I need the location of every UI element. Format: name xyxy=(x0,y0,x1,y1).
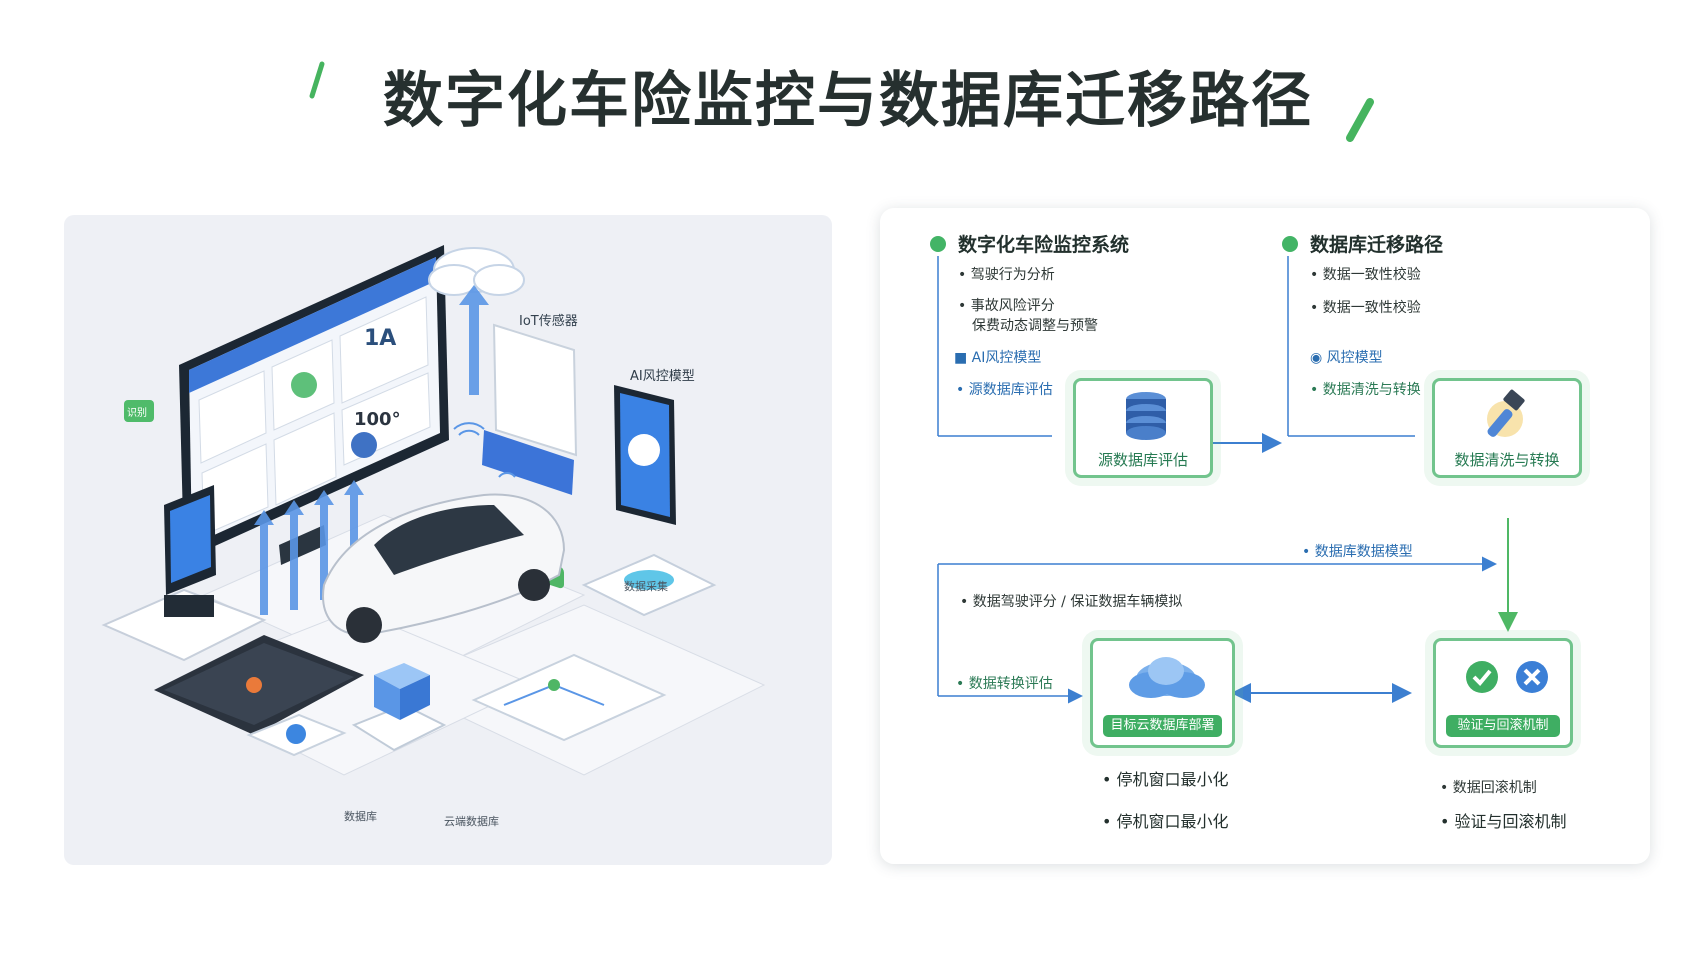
node-verify-label: 验证与回滚机制 xyxy=(1446,715,1560,737)
brush-icon xyxy=(1487,389,1525,437)
node-source-db: 源数据库评估 xyxy=(1073,378,1213,478)
device-label: 数据采集 xyxy=(624,579,668,593)
title-slash-right xyxy=(1346,98,1374,142)
bottom-right-2: • 验证与回滚机制 xyxy=(1440,812,1567,831)
section-title-right: 数据库迁移路径 xyxy=(1310,234,1444,256)
section-dot-right xyxy=(1282,236,1298,252)
screen-value-text: 100° xyxy=(354,409,401,430)
tag-left-eval: • 源数据库评估 xyxy=(956,382,1053,398)
car-illustration xyxy=(322,493,566,643)
node-cleanse-label: 数据清洗与转换 xyxy=(1454,451,1560,469)
bottom-left-1: • 停机窗口最小化 xyxy=(1102,770,1229,789)
mid-text: • 数据驾驶评分 / 保证数据车辆模拟 xyxy=(960,594,1183,610)
database-icon xyxy=(1126,392,1166,440)
cloud-icon xyxy=(428,247,525,296)
cube-icon xyxy=(351,663,447,752)
bottom-right-1: • 数据回滚机制 xyxy=(1440,780,1537,796)
bullet-right-2: • 数据一致性校验 xyxy=(1310,300,1421,316)
section-dot-left xyxy=(930,236,946,252)
check-cross-icons xyxy=(1466,661,1548,693)
bullet-right-1: • 数据一致性校验 xyxy=(1310,267,1421,283)
bottom-left-2: • 停机窗口最小化 xyxy=(1102,812,1229,831)
cloud-db-icon xyxy=(1129,657,1205,698)
bullet-left-1: • 驾驶行为分析 xyxy=(958,267,1055,283)
bottom-label-a: 数据库 xyxy=(344,809,377,823)
wifi-icon xyxy=(453,422,516,478)
insurance-monitoring-illustration: 1A 100° 识别 xyxy=(64,215,832,865)
screen-big-text: 1A xyxy=(364,326,396,351)
node-source-db-label: 源数据库评估 xyxy=(1097,451,1188,469)
tag-right-cleanse: • 数据清洗与转换 xyxy=(1310,382,1421,398)
node-target-cloud-label: 目标云数据库部署 xyxy=(1103,715,1222,737)
tag-left-ai: ■ AI风控模型 xyxy=(954,350,1042,366)
bullet-left-2: • 事故风险评分 xyxy=(958,298,1055,314)
eval-label: • 数据转换评估 xyxy=(956,676,1053,692)
node-verify: 验证与回滚机制 xyxy=(1433,638,1573,748)
bullet-left-3: 保费动态调整与预警 xyxy=(972,318,1098,334)
node-cleanse: 数据清洗与转换 xyxy=(1432,378,1582,478)
mid-line-label: • 数据库数据模型 xyxy=(1302,544,1413,560)
ai-model-label: AI风控模型 xyxy=(630,369,695,384)
dashboard-monitor: 1A 100° xyxy=(179,245,449,565)
connector-lines xyxy=(937,256,1518,704)
section-title-left: 数字化车险监控系统 xyxy=(958,234,1130,256)
green-tag-text: 识别 xyxy=(127,407,147,419)
node-target-cloud: 目标云数据库部署 xyxy=(1090,638,1235,748)
iot-label: IoT传感器 xyxy=(519,313,578,329)
page-title: 数字化车险监控与数据库迁移路径 xyxy=(383,66,1313,136)
phone-ai-model: AI风控模型 xyxy=(614,369,695,525)
bottom-label-b: 云端数据库 xyxy=(444,814,499,828)
migration-flow-diagram: 数字化车险监控系统 • 驾驶行为分析 • 事故风险评分 保费动态调整与预警 ■ … xyxy=(880,208,1650,864)
left-device xyxy=(101,485,267,662)
tag-right-model: ◉ 风控模型 xyxy=(1310,350,1383,366)
title-slash-left xyxy=(309,61,325,99)
